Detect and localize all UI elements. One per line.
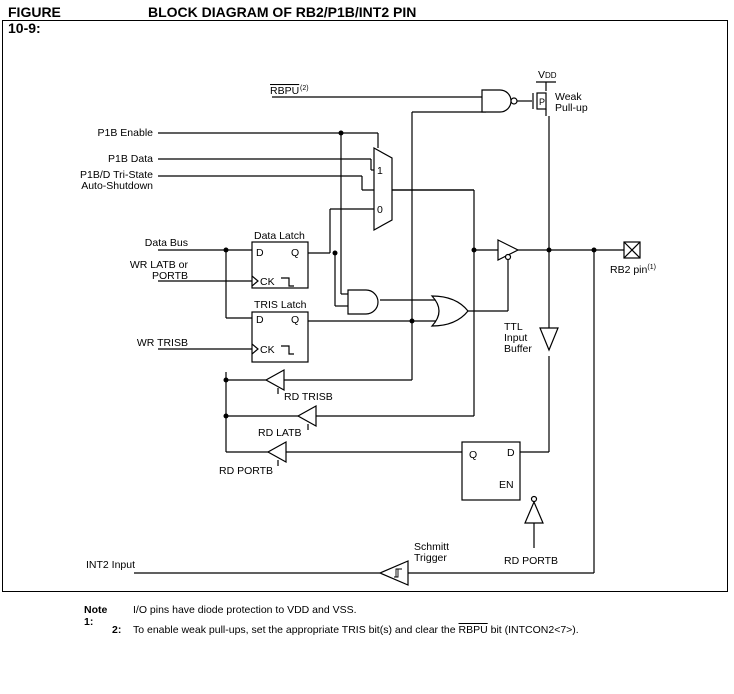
ttl-input-label: Input — [504, 332, 527, 344]
p1b-enable-label: P1B Enable — [98, 127, 154, 139]
rb2-pin-sup: (1) — [647, 264, 656, 271]
wr-latb-label: WR LATB or — [130, 259, 189, 271]
rd-latb-buffer — [296, 404, 317, 428]
tris-latch-d: D — [256, 314, 264, 326]
input-latch: Q D EN — [461, 441, 521, 501]
data-latch: D Q CK Data Latch — [251, 230, 309, 289]
data-latch-d: D — [256, 247, 264, 259]
rb2-pin-text: RB2 pin — [610, 264, 648, 276]
vdd-label: VDD — [538, 69, 557, 81]
mux-input-0: 0 — [377, 204, 383, 216]
rbpu-sup: (2) — [300, 85, 309, 92]
rb2-pin-label: RB2 pin(1) — [610, 264, 656, 276]
tris-latch-title: TRIS Latch — [254, 299, 307, 311]
vdd-sub: DD — [545, 71, 557, 80]
schmitt-label: Schmitt — [414, 541, 449, 553]
pmos-transistor: P — [532, 92, 547, 110]
wr-trisb-label: WR TRISB — [137, 337, 188, 349]
ttl-input-buffer — [539, 327, 559, 352]
or-gate — [430, 295, 469, 327]
note-2-text: To enable weak pull-ups, set the appropr… — [133, 624, 579, 636]
pmos-label: P — [539, 97, 545, 107]
rd-portb-buffer — [266, 440, 287, 464]
diagram-frame — [2, 20, 728, 592]
ttl-label: TTL — [504, 321, 523, 333]
pullup-label: Pull-up — [555, 102, 588, 114]
labels: RBPU (2) VDD Weak Pull-up P1B Enable P1B… — [80, 69, 656, 571]
data-bus-label: Data Bus — [145, 237, 188, 249]
figure-title: BLOCK DIAGRAM OF RB2/P1B/INT2 PIN — [148, 4, 417, 20]
tris-latch: D Q CK TRIS Latch — [251, 299, 309, 363]
data-latch-ck: CK — [260, 276, 275, 288]
multiplexer: 1 0 — [373, 146, 393, 232]
input-latch-q: Q — [469, 449, 477, 461]
input-latch-en: EN — [499, 479, 514, 491]
tris-latch-ck: CK — [260, 344, 275, 356]
rd-latb-label: RD LATB — [258, 427, 302, 439]
note-2-post: bit (INTCON2<7>). — [487, 624, 579, 636]
data-latch-q: Q — [291, 247, 299, 259]
schmitt-trigger — [378, 560, 409, 586]
note-2-key: 2: — [112, 624, 122, 636]
rd-trisb-buffer — [264, 368, 285, 392]
rd-portb-inverter — [524, 495, 544, 524]
figure-number: FIGURE 10-9: — [8, 4, 61, 36]
note-2-rbpu: RBPU — [458, 624, 488, 636]
ttl-buffer-label: Buffer — [504, 343, 532, 355]
p1b-data-label: P1B Data — [108, 153, 153, 165]
note-2-pre: To enable weak pull-ups, set the appropr… — [133, 624, 459, 636]
junction-dots — [223, 130, 597, 419]
p1b-tristate-label: P1B/D Tri-State — [80, 169, 153, 181]
rd-trisb-label: RD TRISB — [284, 391, 333, 403]
tris-latch-q: Q — [291, 314, 299, 326]
output-buffer — [497, 239, 520, 261]
nand-gate — [481, 89, 518, 113]
rd-portb-left-label: RD PORTB — [219, 465, 273, 477]
mux-input-1: 1 — [377, 165, 383, 177]
rd-portb-right-label: RD PORTB — [504, 555, 558, 567]
weak-label: Weak — [555, 91, 582, 103]
wr-latb-portb-label: PORTB — [152, 270, 188, 282]
trigger-label: Trigger — [414, 552, 447, 564]
note-1-key: Note 1: — [84, 604, 108, 628]
vdd-v: V — [538, 69, 545, 81]
int2-input-label: INT2 Input — [86, 559, 135, 571]
note-1-text: I/O pins have diode protection to VDD an… — [133, 604, 357, 616]
and-gate — [347, 289, 379, 315]
rbpu-label: RBPU — [270, 85, 299, 97]
rb2-pin-symbol — [623, 241, 641, 259]
data-latch-title: Data Latch — [254, 230, 305, 242]
input-latch-d: D — [507, 447, 515, 459]
autoshutdown-label: Auto-Shutdown — [81, 180, 153, 192]
wires — [134, 81, 624, 574]
